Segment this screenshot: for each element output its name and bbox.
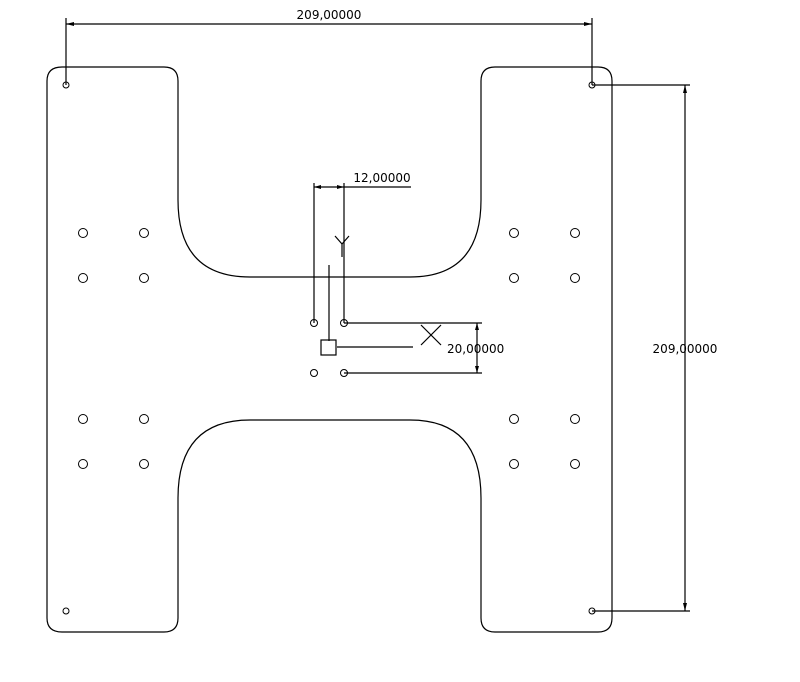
- left-mounting-holes: [78, 228, 149, 469]
- mounting-hole: [509, 459, 519, 469]
- dimension-top-width[interactable]: 209,00000: [65, 8, 593, 85]
- dimension-text-center-vertical: 20,00000: [447, 342, 504, 356]
- mounting-hole: [509, 228, 519, 238]
- dimension-text-top: 209,00000: [297, 8, 362, 22]
- mounting-hole: [570, 459, 580, 469]
- dimension-text-right: 209,00000: [653, 342, 718, 356]
- mounting-hole: [570, 414, 580, 424]
- dimension-text-center-spacing: 12,00000: [353, 171, 410, 185]
- arrowhead: [475, 323, 479, 330]
- ucs-y-axis-icon: [334, 235, 350, 257]
- arrowhead: [683, 85, 687, 93]
- arrowhead: [314, 185, 321, 189]
- mounting-hole: [509, 273, 519, 283]
- mounting-hole: [78, 228, 88, 238]
- arrowhead: [66, 22, 74, 26]
- center-hole: [310, 369, 318, 377]
- mounting-hole: [570, 228, 580, 238]
- x-cursor-icon: [420, 324, 442, 346]
- corner-hole-bottom-left: [62, 607, 70, 615]
- right-mounting-holes: [509, 228, 580, 469]
- pickbox-icon: [320, 339, 337, 356]
- mounting-hole: [570, 273, 580, 283]
- mounting-hole: [78, 459, 88, 469]
- arrowhead: [337, 185, 344, 189]
- crosshair-cursor: [320, 265, 413, 356]
- dimension-center-spacing[interactable]: 12,00000: [313, 171, 411, 323]
- arrowhead: [683, 603, 687, 611]
- mounting-hole: [78, 273, 88, 283]
- mounting-hole: [139, 273, 149, 283]
- mounting-hole: [139, 414, 149, 424]
- mounting-hole: [139, 459, 149, 469]
- arrowhead: [475, 366, 479, 373]
- arrowhead: [584, 22, 592, 26]
- corner-holes: [62, 81, 596, 615]
- dimension-center-vertical[interactable]: 20,00000: [344, 322, 504, 374]
- mounting-hole: [509, 414, 519, 424]
- plate-outline: [46, 66, 613, 633]
- mounting-hole: [139, 228, 149, 238]
- mounting-hole: [78, 414, 88, 424]
- dimension-right-height[interactable]: 209,00000: [592, 84, 718, 612]
